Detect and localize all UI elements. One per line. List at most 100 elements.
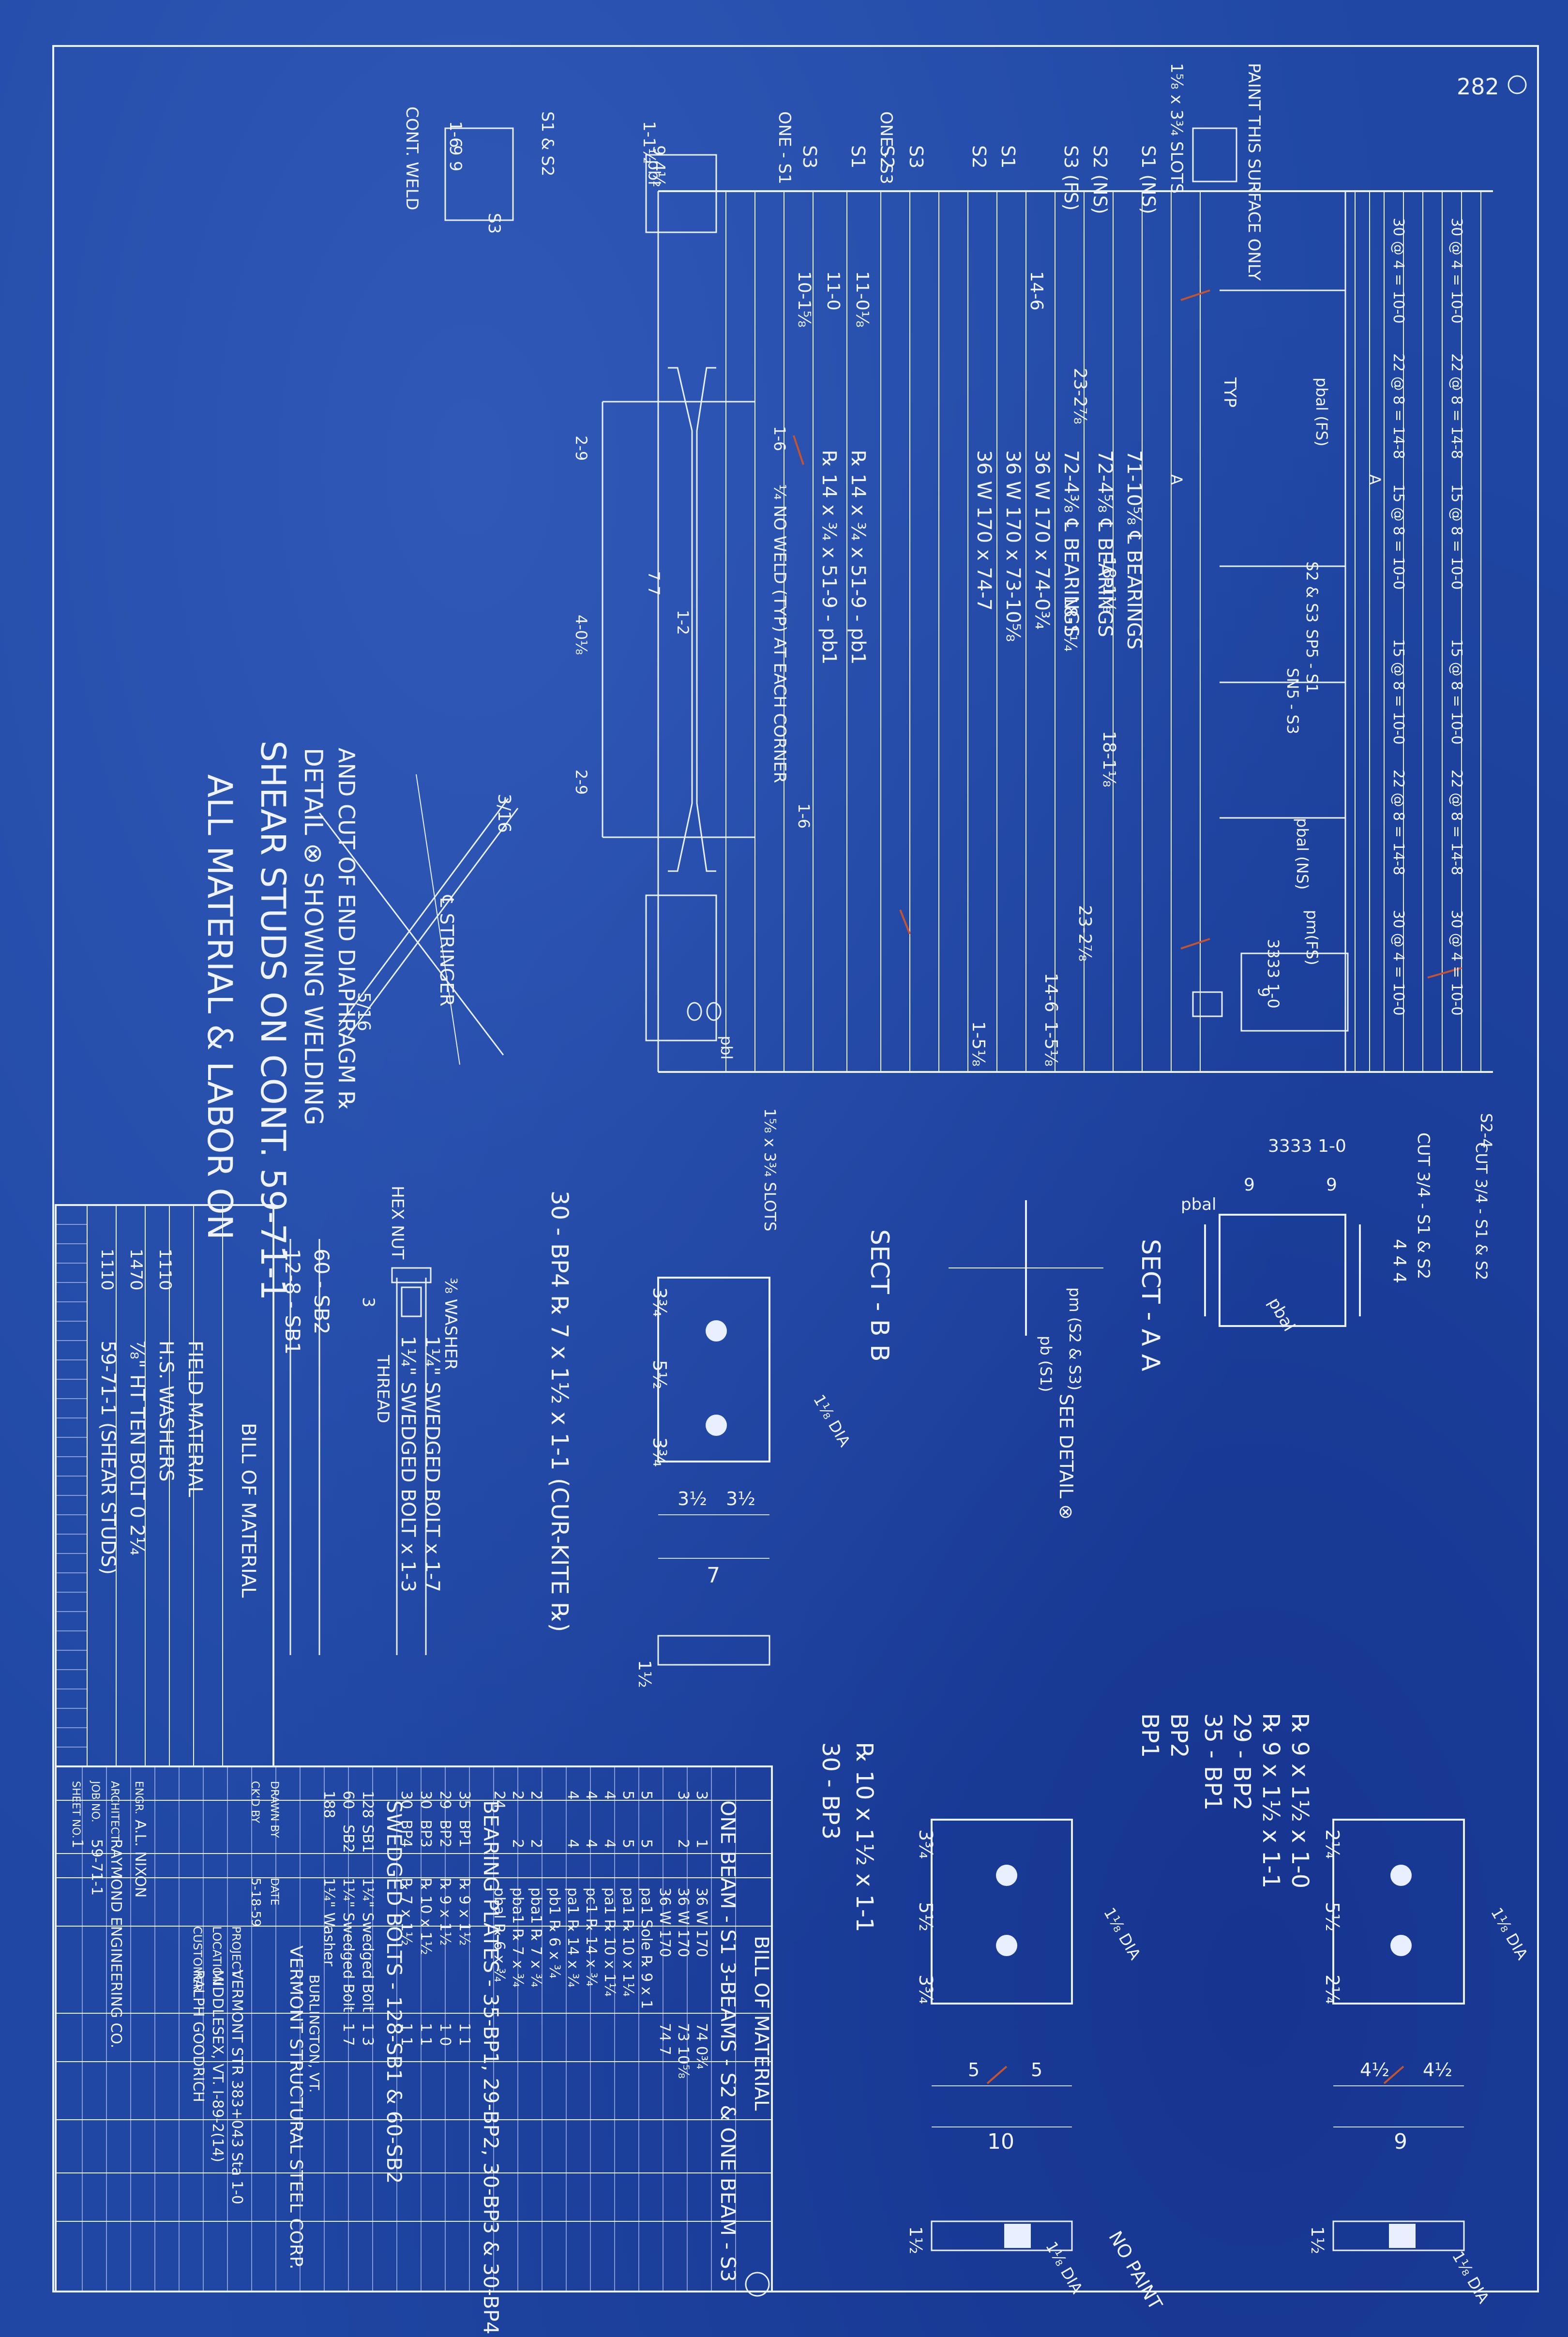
spacing-sp1-a: 30 @ 4 = 10-0 <box>1390 218 1407 324</box>
label-hdr-3: 1-1½ <box>639 121 659 164</box>
project-label: PROJECT <box>229 1926 243 1976</box>
bp3-dim-1: 3¾ <box>915 1829 936 1859</box>
bp3-dim-4: 5 <box>968 2059 980 2081</box>
bp12-t2: BP2 <box>1165 1713 1192 1758</box>
bom-row-qty-7: 4 <box>564 1791 581 1800</box>
column-label-c2: S1 <box>847 145 869 168</box>
small-s-16: A <box>1167 474 1186 485</box>
dim-d1: 10-1⅝ <box>794 271 814 328</box>
bom-row-mark-4: 5 <box>619 1839 636 1848</box>
sheet-border <box>52 45 1539 2292</box>
stringer-label: ℄ STRINGER <box>436 895 457 1007</box>
bom-main-title: BILL OF MATERIAL <box>750 1936 772 2111</box>
label-weld-note: ¼ NO WELD (TYP) AT EACH CORNER <box>770 484 789 783</box>
bom-row-qty-3: 5 <box>638 1791 655 1800</box>
engr-label: ENGR. <box>133 1781 145 1814</box>
dim-d6: 18-1⅛ <box>1099 557 1119 613</box>
label-one-s1: ONE - S1 <box>775 111 794 184</box>
bolt-row-mark-0: SB1 <box>359 1824 376 1853</box>
bom-row-mark-7: 4 <box>564 1839 581 1848</box>
column-label-c5: S2 <box>968 145 990 168</box>
bolt-row-len-1: 1 7 <box>340 2023 357 2046</box>
bom-row-desc-3: pa1 Sole ℞ 9 x 1 <box>638 1887 655 2009</box>
plate-row-desc-0: ℞ 9 x 1½ <box>456 1878 473 1946</box>
bom-row-mark-5: 4 <box>601 1839 618 1848</box>
small-s-15: S2 & S3 <box>1303 561 1321 623</box>
bp12-t6: ℞ 9 x 1½ x 1-0 <box>1286 1713 1313 1888</box>
date-value: 5-18-59 <box>248 1878 263 1927</box>
small-s-14: SN5 - S3 <box>1283 668 1302 734</box>
bp3-dim-5: 5 <box>1031 2059 1042 2081</box>
sheet-value: 1 <box>69 1839 86 1848</box>
bom-row-mark-1: 2 <box>675 1839 692 1848</box>
spacing-sp5-b: 22 @ 8 = 14-8 <box>1448 769 1465 875</box>
swedged-bolt-detail <box>289 1239 432 1655</box>
small-s-5: 1-2 <box>674 610 692 635</box>
bp12-t4: 29 - BP2 <box>1228 1713 1255 1810</box>
bp4-dia: 1⅛ DIA <box>810 1391 854 1450</box>
bom-row-mark-6: 4 <box>583 1839 600 1848</box>
plate-row-qty-0: 35 <box>456 1791 473 1809</box>
section-aa-pbal-1: pbal <box>1181 1195 1216 1214</box>
thread-label: THREAD <box>373 1355 392 1423</box>
bom-top-desc-1: ⅞" HT TEN BOLT 0 2¼ <box>126 1341 148 1555</box>
bom-row-mark-0: 1 <box>693 1839 710 1848</box>
bp12-dim-4: 4½ <box>1360 2059 1389 2081</box>
dim-d12: 1-5⅛ <box>1041 1021 1061 1067</box>
member-m5: 72-4⅝ ℄ BEARINGS <box>1094 450 1116 637</box>
plate-row-len-1: 1 0 <box>437 2023 453 2046</box>
hex-nut-label: HEX NUT <box>388 1186 407 1259</box>
bp12-dim-6: 9 <box>1394 2129 1407 2154</box>
bp3-title-2: ℞ 10 x 1½ x 1-1 <box>851 1742 878 1932</box>
bom-main-table <box>55 1765 773 2292</box>
small-s-11: pbal (FS) <box>1312 377 1331 446</box>
member-m8: ℞ 14 x ¾ x 51-9 - pb1 <box>847 450 869 664</box>
bom-row-desc-1: 36 W 170 <box>675 1887 692 1957</box>
small-s-20: pbl <box>717 1036 736 1060</box>
bom-main-section-3: SWEDGED BOLTS - 128-SB1 & 60-SB2 <box>382 1800 406 2184</box>
bp12-plate <box>986 1819 1465 2251</box>
bom-row-desc-0: 36 W 170 <box>693 1887 710 1957</box>
bp3-dim-7: 1½ <box>905 2226 925 2254</box>
section-views <box>949 1200 1361 1336</box>
bp4-dim-3: 3¾ <box>649 1437 670 1467</box>
bom-row-qty-10: 2 <box>509 1791 526 1800</box>
small-s-6: 1-6 <box>770 426 789 451</box>
bom-row-qty-0: 3 <box>693 1791 710 1800</box>
bp4-plate <box>657 1277 770 1666</box>
bp3-dia: 1⅛ DIA <box>1100 1904 1145 1963</box>
beam-elevation <box>444 127 1493 1073</box>
member-m7: ℞ 14 x ¾ x 51-9 - pb1 <box>818 450 840 664</box>
bp3-title-1: 30 - BP3 <box>817 1742 844 1839</box>
bom-row-len-2: 74 7 <box>656 2023 673 2055</box>
small-s-21: 1⅝ x 3¾ SLOTS <box>761 1108 779 1231</box>
plate-row-mark-1: BP2 <box>437 1820 453 1848</box>
bolt-row-len-0: 1 3 <box>359 2023 376 2046</box>
spacing-sp2-a: 22 @ 8 = 14-8 <box>1390 353 1407 459</box>
bom-row-qty-5: 4 <box>601 1791 618 1800</box>
label-cont-weld: CONT. WELD <box>402 106 422 211</box>
column-label-c7: S3 (FS) <box>1060 145 1082 211</box>
dim-d7: 18-1¼ <box>1060 595 1080 652</box>
section-aa-title: SECT - A A <box>1136 1239 1165 1372</box>
bp12-dia: 1⅛ DIA <box>1487 1904 1532 1963</box>
small-s-19: CUT 3/4 - S1 & S2 <box>1472 1142 1491 1281</box>
bolt-count-1: 12-8 - SB1 <box>281 1249 304 1355</box>
location-label: LOCATION <box>210 1926 224 1985</box>
section-aa-9a: 9 <box>1244 1175 1255 1195</box>
plate-row-mark-0: BP1 <box>456 1820 473 1848</box>
member-m6: 71-10⅝ ℄ BEARINGS <box>1123 450 1145 649</box>
bom-main-section-1: ONE BEAM - S1 3-BEAMS - S2 & ONE BEAM - … <box>716 1800 740 2282</box>
bp4-dim-4: 3½ <box>678 1488 707 1509</box>
column-label-c9: S1 (NS) <box>1138 145 1159 214</box>
weld-size-2: 5/16 <box>354 992 374 1031</box>
bom-top-desc-2: H.S. WASHERS <box>155 1341 177 1482</box>
plate-row-desc-1: ℞ 9 x 1½ <box>437 1878 453 1946</box>
bom-row-desc-10: pba1 ℞ 7 x ¾ <box>509 1887 526 1988</box>
member-m1: 36 W 170 x 74-7 <box>973 450 995 611</box>
bolt-desc-1: 1¼" SWEDGED BOLT x 1-3 <box>397 1336 419 1592</box>
label-hdr-1: 1-6 <box>446 121 465 148</box>
plate-row-qty-2: 30 <box>417 1791 434 1809</box>
project-value: VERMONT STR 383+043 Sta 1-0 <box>228 1970 245 2204</box>
